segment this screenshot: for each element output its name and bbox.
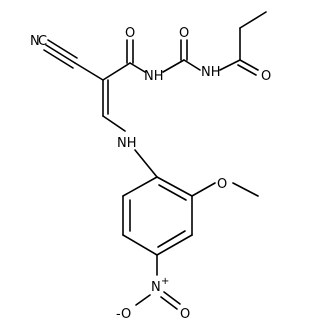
bond-carbonyl-nh1: [129, 62, 146, 73]
ring-bond: [156, 176, 193, 197]
nitrile-group: [43, 39, 78, 69]
atom-label-o: O: [261, 69, 271, 84]
chemical-structure-diagram: N C O NH O NH O NH O N + -O O: [30, 11, 271, 322]
ring-inner-double: [158, 184, 187, 201]
bond-methoxy-o-ch3: [232, 182, 259, 197]
ring-bond: [156, 234, 193, 256]
atom-label-nh: NH: [201, 65, 221, 80]
atom-label-o: O: [179, 26, 189, 41]
atom-label-o: O: [217, 177, 227, 192]
triple-bond-cn: [43, 49, 74, 69]
bond-nh-ring: [134, 149, 158, 178]
atom-label-o: O: [125, 26, 135, 41]
benzene-ring: [122, 149, 193, 256]
triple-bond-cn: [47, 39, 78, 59]
bond-vinyl-nh: [102, 115, 126, 132]
bond-nh2-propanoyl-c: [219, 59, 241, 71]
triple-bond-cn: [45, 44, 76, 64]
atom-label-n: N: [151, 280, 161, 295]
ring-bond: [122, 234, 158, 256]
atom-label-o: O: [180, 307, 190, 322]
bond-nh1-urea-c: [162, 59, 185, 73]
atom-label-c: C: [38, 34, 47, 49]
double-bond-nitro-o: [163, 291, 181, 305]
double-bond-propanoyl-o: [239, 59, 259, 71]
atom-label-charge-plus: +: [161, 276, 169, 287]
bond-c-carbonyl: [102, 62, 131, 81]
atom-label-nh: NH: [117, 136, 137, 151]
substituent-bonds: [135, 182, 259, 310]
ring-inner-double: [157, 230, 186, 248]
bond-ch2-ch3: [239, 11, 267, 29]
double-bond-propanoyl-o: [237, 64, 257, 76]
bond-urea-c-nh2: [183, 59, 201, 71]
backbone-bonds: [74, 11, 267, 132]
atom-label-o-minus: -O: [116, 307, 131, 322]
bond-c-c-nitrile: [74, 62, 104, 81]
double-bond-nitro-o: [160, 296, 178, 310]
ring-bond: [122, 176, 158, 197]
bond-nitro-n-o-minus: [135, 294, 151, 306]
bond-ring-methoxy-o: [191, 182, 216, 197]
atom-label-nh: NH: [144, 69, 164, 84]
atom-label-n: N: [30, 34, 40, 49]
